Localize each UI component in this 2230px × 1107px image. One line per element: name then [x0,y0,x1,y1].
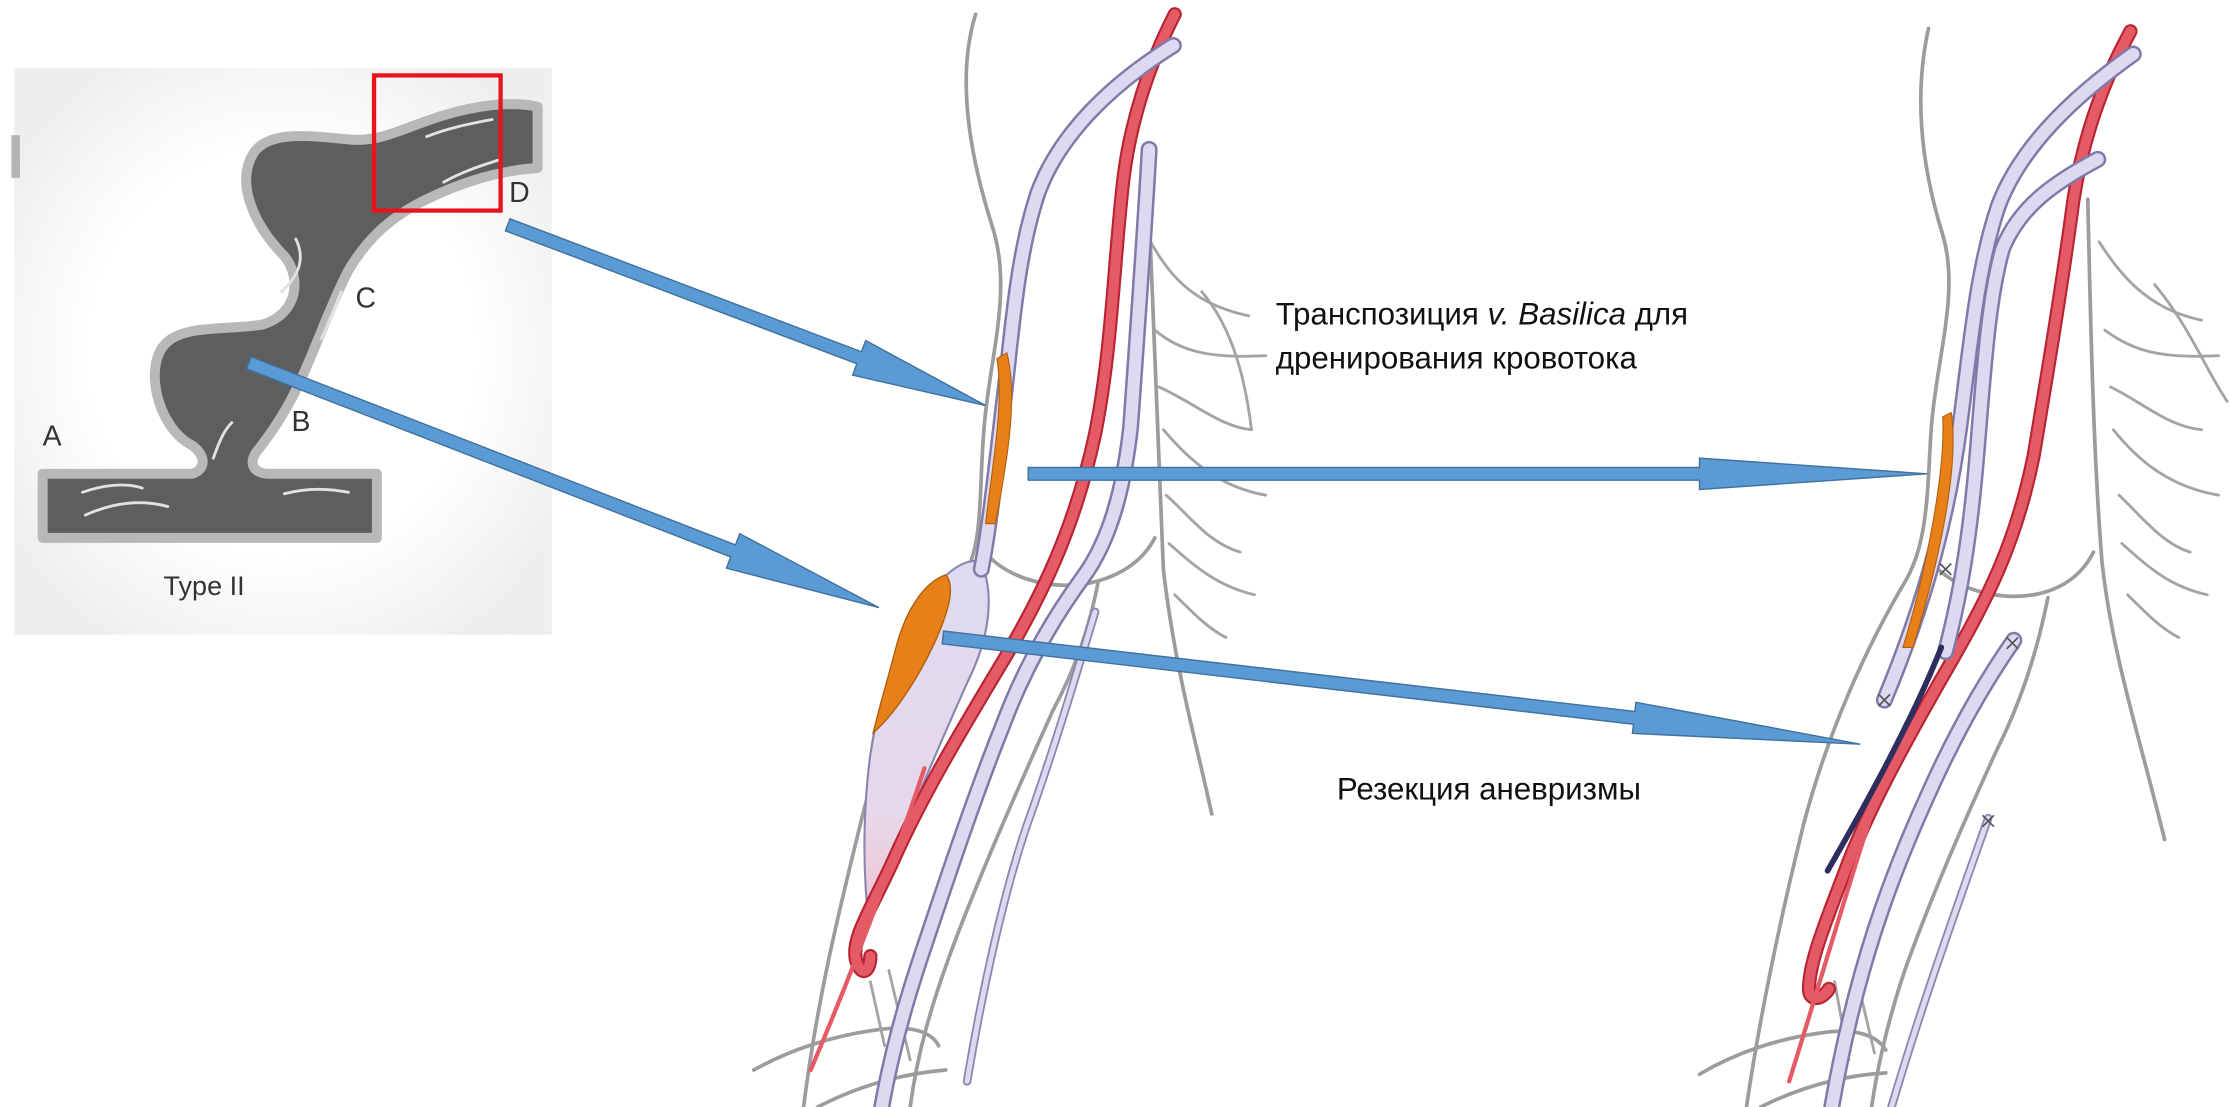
muscle-line [2122,544,2207,595]
muscle-line [2099,242,2201,320]
arm-after-diagram [1700,28,2228,1107]
muscle-line [2111,387,2202,430]
vein-name-italic: v. Basilica [1488,296,1626,331]
arm-outline [754,14,1266,1107]
aneurysm-type-ii-illustration: A B C D Type II [11,68,551,634]
muscle-line [1149,239,1249,316]
muscle-line [1166,495,1240,552]
muscle-line [2113,430,2218,495]
label-a: A [43,420,62,452]
tendon-line [870,982,884,1046]
muscle-contour [1202,292,1252,430]
transposition-text-end: для [1626,296,1688,331]
muscle-line [2105,330,2219,356]
arm-edge-lateral [1746,28,1948,1107]
transposition-caption-line1: Транспозиция v. Basilica для [1276,296,1688,331]
label-c: C [356,282,377,314]
illustration-edge-mark [11,135,20,178]
muscle-line [2119,495,2190,552]
label-d: D [509,177,530,209]
arrow-resection [942,631,1860,744]
muscle-contour [2155,285,2228,402]
muscle-line [1163,430,1265,495]
muscle-line [1155,330,1266,356]
arrow-d-to-upper-aneurysm [505,219,985,406]
muscle-line [1175,595,1226,638]
arm-before-diagram [754,14,1266,1107]
label-b: B [292,406,311,438]
muscle-line [1169,544,1254,595]
type-label: Type II [164,571,245,601]
torso-edge [1149,213,1212,813]
resection-caption: Резекция аневризмы [1337,772,1641,807]
muscle-line [2128,595,2179,638]
transposition-text: Транспозиция [1276,296,1488,331]
arrow-transposition [1028,458,1927,489]
muscle-line [1159,387,1251,430]
wrist-line [754,1028,939,1070]
torso-edge [2088,199,2165,839]
wrist-line [1761,1073,1886,1107]
transposition-caption-line2: дренирования кровотока [1276,341,1638,376]
captions: Транспозиция v. Basilica для дренировани… [1276,296,1688,806]
